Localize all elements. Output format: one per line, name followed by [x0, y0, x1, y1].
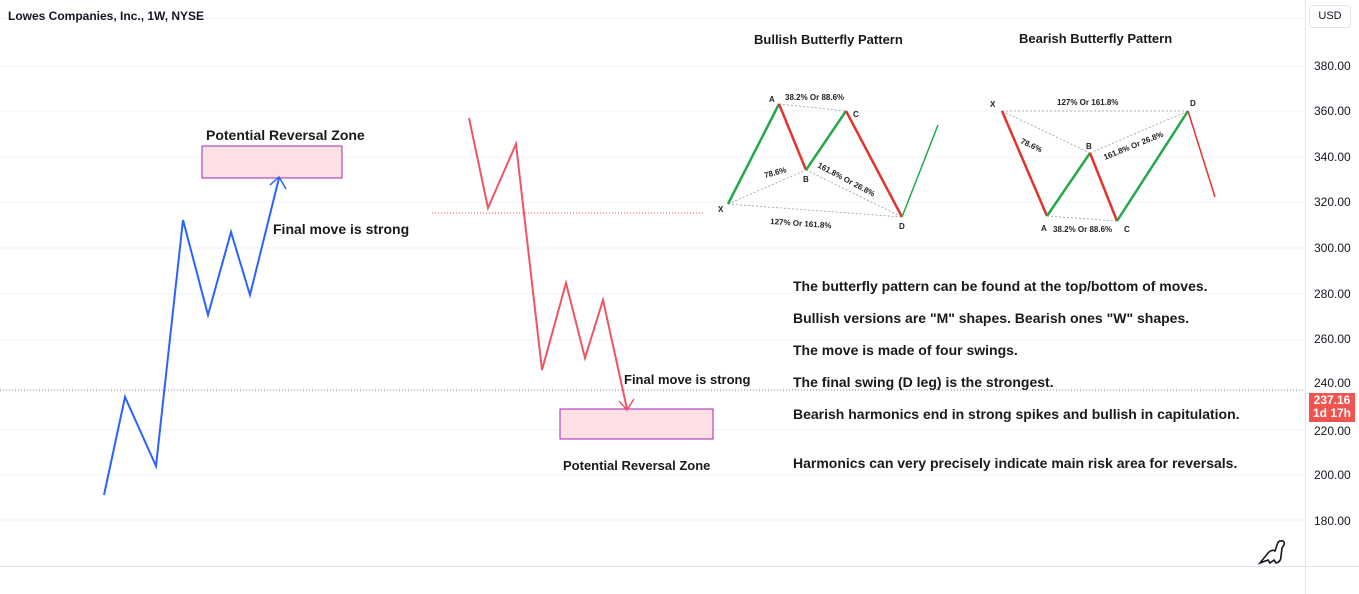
point-label: B	[1086, 142, 1092, 151]
ratio-label: 78.6%	[763, 165, 787, 180]
point-label: D	[1190, 99, 1196, 108]
bullish-diagram-title: Bullish Butterfly Pattern	[754, 32, 903, 47]
bullish-swing-line[interactable]	[103, 177, 280, 496]
price-tick: 180.00	[1314, 514, 1351, 528]
bearish-swing-line[interactable]	[468, 117, 628, 410]
ratio-label: 127% Or 161.8%	[770, 217, 832, 230]
price-tick: 380.00	[1314, 59, 1351, 73]
ratio-label: 38.2% Or 88.6%	[1053, 225, 1112, 234]
point-label: X	[990, 100, 996, 109]
bear-arrow-head	[618, 398, 635, 412]
bearish-diagram-title: Bearish Butterfly Pattern	[1019, 31, 1172, 46]
fact-5: Bearish harmonics end in strong spikes a…	[793, 406, 1240, 422]
bull-arrow-head	[269, 175, 287, 190]
fact-3: The move is made of four swings.	[793, 342, 1018, 358]
bear-zone-label: Potential Reversal Zone	[563, 458, 711, 473]
point-label: A	[769, 95, 775, 104]
ratio-label: 78.6%	[1019, 137, 1043, 155]
point-label: B	[803, 175, 809, 184]
price-tick: 340.00	[1314, 150, 1351, 164]
time-axis[interactable]	[0, 566, 1359, 567]
price-tick: 220.00	[1314, 424, 1351, 438]
price-tick: 360.00	[1314, 104, 1351, 118]
price-axis[interactable]	[1305, 0, 1359, 594]
fact-2: Bullish versions are "M" shapes. Bearish…	[793, 310, 1190, 326]
point-label: D	[899, 222, 905, 231]
point-label: X	[718, 205, 724, 214]
bar-countdown: 1d 17h	[1312, 406, 1351, 420]
ratio-label: 38.2% Or 88.6%	[785, 93, 844, 102]
dinosaur-icon[interactable]	[1257, 540, 1286, 565]
bearish-butterfly-diagram: X A B C D 127% Or 161.8% 78.6% 161.8% Or…	[990, 98, 1216, 234]
chart-canvas[interactable]: X A B C D 38.2% Or 88.6% 78.6% 161.8% Or…	[0, 0, 1305, 566]
fact-6: Harmonics can very precisely indicate ma…	[793, 455, 1238, 471]
last-price: 237.16	[1313, 393, 1351, 407]
price-tick: 260.00	[1314, 332, 1351, 346]
price-tick: 200.00	[1314, 468, 1351, 482]
point-label: C	[1124, 225, 1130, 234]
price-tick: 280.00	[1314, 287, 1351, 301]
fact-1: The butterfly pattern can be found at th…	[793, 278, 1208, 294]
price-tick: 300.00	[1314, 241, 1351, 255]
price-tick: 240.00	[1314, 376, 1351, 390]
bull-move-label: Final move is strong	[273, 221, 410, 237]
bullish-butterfly-diagram: X A B C D 38.2% Or 88.6% 78.6% 161.8% Or…	[718, 93, 939, 231]
chart-title: Lowes Companies, Inc., 1W, NYSE	[8, 9, 205, 23]
price-tick: 320.00	[1314, 195, 1351, 209]
point-label: A	[1041, 224, 1047, 233]
bear-move-label: Final move is strong	[624, 372, 751, 387]
point-label: C	[853, 110, 859, 119]
currency-button[interactable]: USD	[1309, 5, 1351, 28]
last-price-badge: 237.16 1d 17h	[1309, 393, 1355, 422]
bull-zone-label: Potential Reversal Zone	[206, 127, 365, 143]
fact-4: The final swing (D leg) is the strongest…	[793, 374, 1054, 390]
ratio-label: 127% Or 161.8%	[1057, 98, 1118, 107]
bear-reversal-zone[interactable]	[559, 408, 714, 440]
bull-reversal-zone[interactable]	[201, 145, 343, 179]
